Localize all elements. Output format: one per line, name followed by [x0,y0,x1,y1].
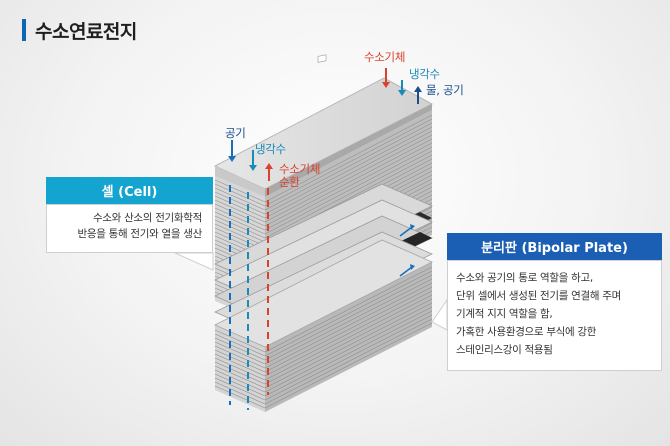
stack-layer-line [214,219,266,243]
coolant-back-arrow-icon [398,90,406,96]
stack-layer-line [264,270,433,357]
top-hydrogen-label: 수소기체 [364,50,406,64]
top-coolant-label: 냉각수 [409,67,440,81]
stack-layer-line [214,381,266,405]
stack-layer-line [214,349,266,373]
stack-layer-line [214,365,266,389]
stack-layer-line [214,211,266,235]
stack-layer-line [214,385,266,409]
stack-layer-line [214,203,266,227]
stack-layer-line [214,215,266,239]
air-label: 공기 [225,126,246,140]
hydrogen-label: 수소기체 [279,162,321,176]
stack-layer-line [214,377,266,401]
stack-layer-line [264,134,433,223]
end-plate-mark [317,54,327,63]
stack-layer-line [264,310,433,397]
end-plate-front-edge [215,166,265,197]
stack-layer-line [264,286,433,373]
coolant-label: 냉각수 [255,142,286,156]
stack-layer-line [264,278,433,365]
stack-layer-line [214,345,266,369]
top-end-plate [213,54,434,197]
title-area: 수소연료전지 [22,18,137,43]
plate-description-line: 단위 셀에서 생성된 전기를 연결해 주며 [456,290,621,302]
page-title: 수소연료전지 [35,20,137,43]
cell-callout-pointer [174,252,214,271]
stack-layer-line [214,329,266,353]
plate-callout-pointer [431,298,448,331]
stack-layer-line [214,361,266,385]
plate-description-line: 수소와 공기의 통로 역할을 하고, [456,272,593,284]
stack-layer-line [264,322,433,409]
hydrogen-in-arrow-icon [382,82,390,88]
bipolar-plate-callout-body: 수소와 공기의 통로 역할을 하고, 단위 셀에서 생성된 전기를 연결해 주며… [447,260,662,371]
stack-layer-line [214,199,266,223]
stack-layer-line [264,298,433,385]
stack-layer-line [214,337,266,361]
bipolar-plate-callout-heading: 분리판 (Bipolar Plate) [447,233,662,260]
stack-layer-line [214,195,266,219]
stack-layer-line [264,126,433,215]
back-inlet-arrows [382,68,422,104]
stack-layer-line [214,191,266,215]
stack-layer-line [264,146,433,235]
stack-layer-line [214,179,266,203]
cell-callout-body: 수소와 산소의 전기화학적 반응을 통해 전기와 열을 생산 [46,204,213,253]
cell-description-line: 반응을 통해 전기와 열을 생산 [77,228,203,240]
top-water-air-label: 물, 공기 [426,83,464,97]
circulation-label: 순환 [279,175,300,189]
stack-layer-line [214,341,266,365]
stack-layer-line [214,207,266,231]
stack-layer-line [264,306,433,393]
hydrogen-out-arrow-icon [265,163,273,169]
stack-layer-line [264,318,433,405]
front-inlet-arrows [228,140,273,181]
stack-layer-line [264,114,433,203]
stack-layer-line [264,138,433,227]
stack-layer-line [214,353,266,377]
stack-layer-line [264,274,433,361]
stack-layer-line [214,357,266,381]
cell-callout-heading: 셀 (Cell) [46,177,213,204]
stack-layer-line [264,294,433,381]
title-accent-bar [22,19,26,41]
flow-channels [229,185,269,410]
stack-layer-line [264,122,433,211]
end-plate-side-edge [265,104,432,197]
stack-layer-line [214,187,266,211]
plate-pointer-arrows [399,224,415,277]
air-in-arrow-icon [228,156,236,162]
stack-layer-line [264,150,433,239]
stack-layer-line [214,373,266,397]
cell-description-line: 수소와 산소의 전기화학적 [92,212,202,224]
coolant-in-arrow-icon [249,165,257,171]
plate-description-line: 기계적 지지 역할을 함, [456,308,553,320]
stack-layer-line [264,118,433,207]
stack-layer-line [214,369,266,393]
water-air-out-arrow-icon [414,86,422,92]
stack-layer-line [214,183,266,207]
lower-cell-stack [214,239,433,412]
plate-description-line: 가혹한 사용환경으로 부식에 강한 [456,326,597,338]
stack-layer-line [264,290,433,377]
stack-layer-line [264,302,433,389]
stack-layer-line [264,282,433,369]
stack-layer-line [214,333,266,357]
stack-layer-line [264,266,433,353]
plate-description-line: 스테인리스강이 적용됨 [456,344,553,356]
stack-layer-line [214,223,266,247]
stack-layer-line [264,130,433,219]
stack-layer-line [264,142,433,231]
stack-layer-line [264,314,433,401]
